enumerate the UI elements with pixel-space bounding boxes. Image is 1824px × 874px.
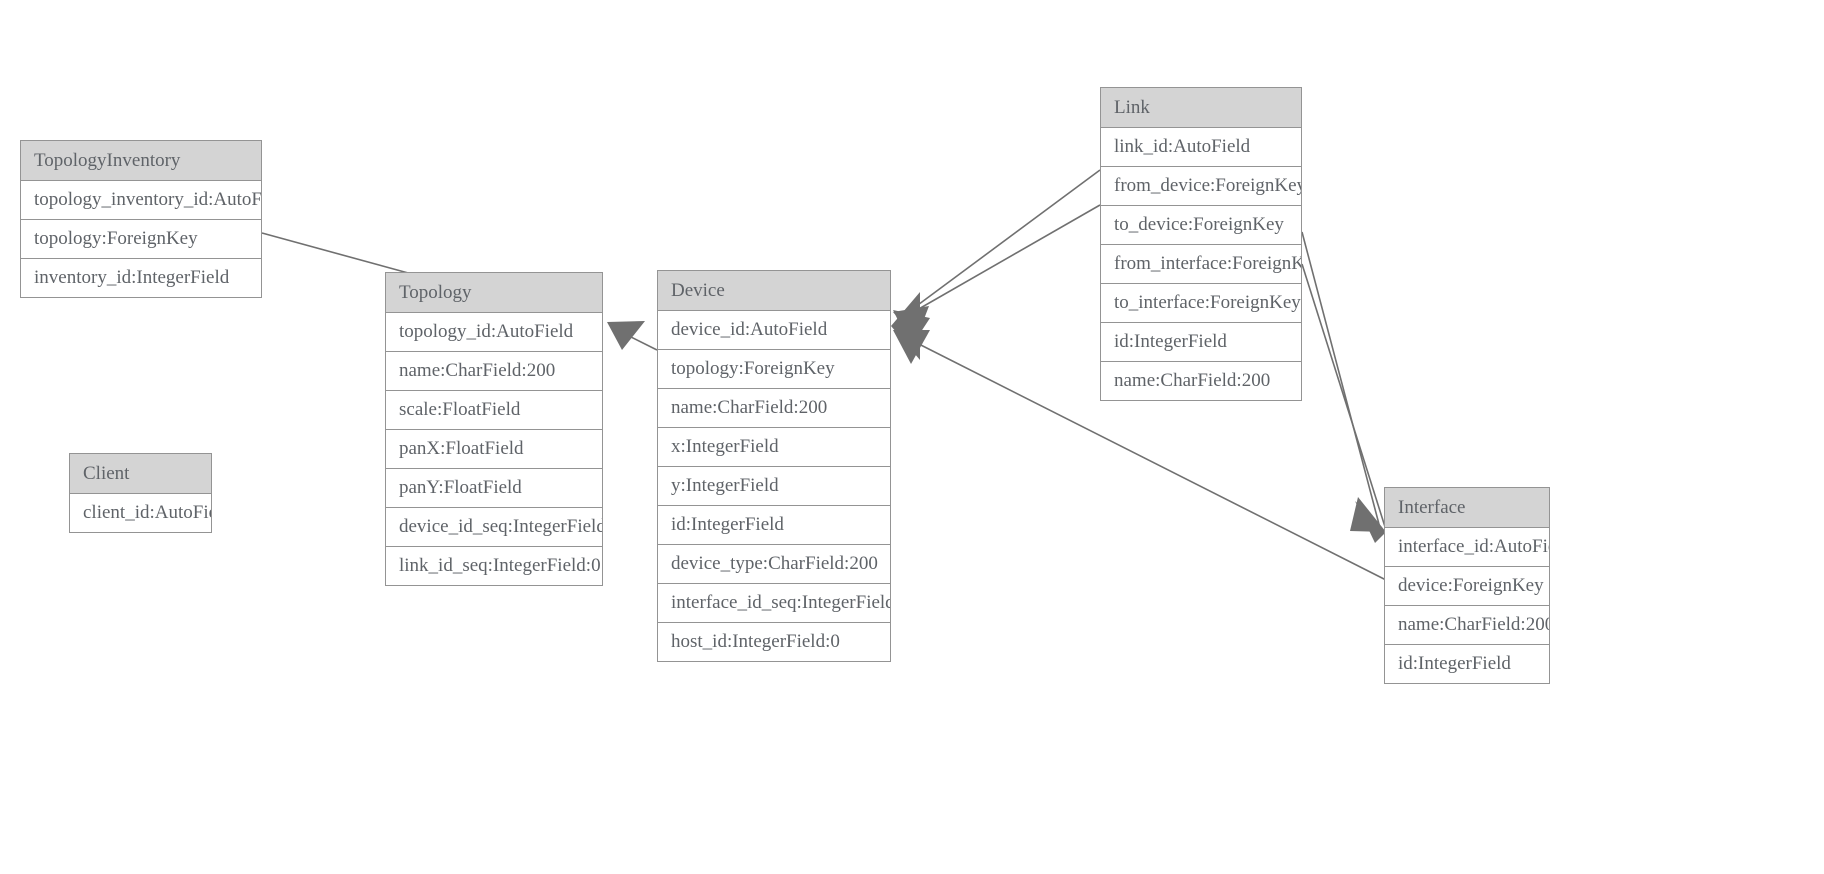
entity-device[interactable]: Device device_id:AutoField topology:Fore… [657,270,891,662]
edge-device-topology [607,321,658,351]
field-interface-3: id:IntegerField [1385,645,1549,683]
entity-topology[interactable]: Topology topology_id:AutoField name:Char… [385,272,603,586]
field-link-6: name:CharField:200 [1101,362,1301,400]
field-link-0: link_id:AutoField [1101,128,1301,167]
entity-title-device: Device [658,271,890,311]
field-link-3: from_interface:ForeignKey [1101,245,1301,284]
arrowhead-interface [1350,497,1386,543]
field-interface-0: interface_id:AutoField [1385,528,1549,567]
field-device-4: y:IntegerField [658,467,890,506]
field-device-3: x:IntegerField [658,428,890,467]
field-topology-inventory-2: inventory_id:IntegerField [21,259,261,297]
field-interface-1: device:ForeignKey [1385,567,1549,606]
entity-client[interactable]: Client client_id:AutoField [69,453,212,533]
field-topology-1: name:CharField:200 [386,352,602,391]
field-topology-3: panX:FloatField [386,430,602,469]
edge-link-to-interface [1301,263,1387,531]
entity-topology-inventory[interactable]: TopologyInventory topology_inventory_id:… [20,140,262,298]
entity-title-topology-inventory: TopologyInventory [21,141,261,181]
field-interface-2: name:CharField:200 [1385,606,1549,645]
field-topology-inventory-0: topology_inventory_id:AutoField [21,181,261,220]
field-link-2: to_device:ForeignKey [1101,206,1301,245]
field-device-2: name:CharField:200 [658,389,890,428]
entity-title-topology: Topology [386,273,602,313]
edge-link-from-interface [1301,231,1381,529]
field-link-5: id:IntegerField [1101,323,1301,362]
entity-title-interface: Interface [1385,488,1549,528]
arrowhead-cluster-device [891,292,920,360]
entity-title-link: Link [1101,88,1301,128]
field-device-1: topology:ForeignKey [658,350,890,389]
field-device-0: device_id:AutoField [658,311,890,350]
edge-link-from-device [893,169,1101,347]
field-topology-0: topology_id:AutoField [386,313,602,352]
field-device-8: host_id:IntegerField:0 [658,623,890,661]
entity-link[interactable]: Link link_id:AutoField from_device:Forei… [1100,87,1302,401]
entity-title-client: Client [70,454,211,494]
field-topology-inventory-1: topology:ForeignKey [21,220,261,259]
field-link-4: to_interface:ForeignKey [1101,284,1301,323]
field-client-0: client_id:AutoField [70,494,211,532]
field-link-1: from_device:ForeignKey [1101,167,1301,206]
field-topology-5: device_id_seq:IntegerField:0 [386,508,602,547]
entity-interface[interactable]: Interface interface_id:AutoField device:… [1384,487,1550,684]
field-device-5: id:IntegerField [658,506,890,545]
field-device-7: interface_id_seq:IntegerField:0 [658,584,890,623]
field-topology-6: link_id_seq:IntegerField:0 [386,547,602,585]
field-topology-4: panY:FloatField [386,469,602,508]
field-topology-2: scale:FloatField [386,391,602,430]
field-device-6: device_type:CharField:200 [658,545,890,584]
edge-link-to-device [893,204,1101,340]
